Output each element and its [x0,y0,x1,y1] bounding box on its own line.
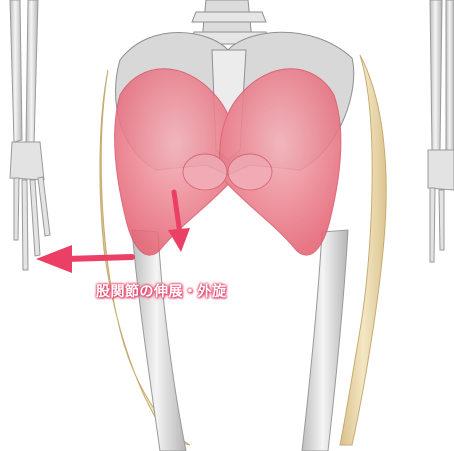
caption-label: 股関節の伸展・外旋 [96,281,227,301]
femurs [132,230,348,451]
right-arm-bones [428,0,454,262]
left-arrow [36,245,132,273]
left-arm-bones [10,0,50,270]
